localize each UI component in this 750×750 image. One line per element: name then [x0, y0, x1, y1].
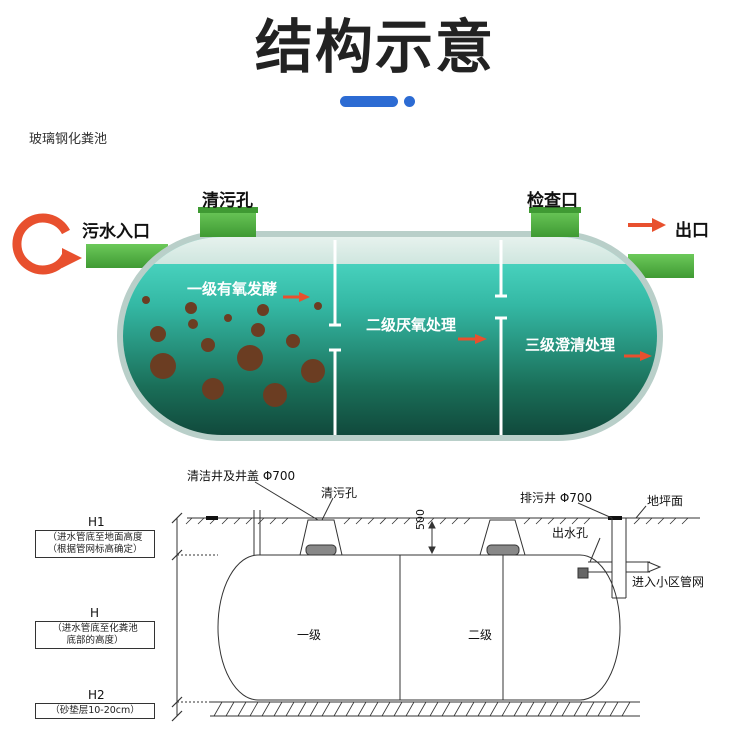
- outlet-hole-label: 出水孔: [552, 526, 589, 540]
- h-description: （进水管底至化粪池 底部的高度）: [35, 621, 155, 649]
- h2-title: H2: [88, 688, 105, 702]
- outlet-label: 出口: [675, 221, 709, 241]
- bottom-tank-diagram: [171, 481, 700, 722]
- inlet-label: 污水入口: [82, 222, 150, 242]
- inspection-label: 检查口: [527, 191, 578, 211]
- h-title: H: [90, 606, 100, 620]
- h1-title: H1: [88, 515, 105, 529]
- stage3-label: 三级澄清处理: [525, 336, 616, 354]
- network-label: 进入小区管网: [632, 575, 705, 589]
- stage2-label: 二级厌氧处理: [366, 316, 457, 334]
- inspection-neck: [531, 209, 579, 237]
- depth-dimension: 500: [414, 509, 427, 530]
- product-subtitle: 玻璃钢化粪池: [29, 132, 108, 147]
- title-underline-bar: [340, 96, 398, 107]
- bottom-cleanout-label: 清污孔: [321, 486, 358, 500]
- manhole-label: 清洁井及井盖 Φ700: [187, 469, 296, 483]
- chamber1-label: 一级: [297, 628, 322, 642]
- cleanout-neck: [200, 209, 256, 237]
- drain-well-label: 排污井 Φ700: [520, 491, 593, 505]
- stage2-arrow: [458, 334, 487, 344]
- stage3-arrow: [624, 351, 652, 361]
- ground-level-label: 地坪面: [647, 494, 684, 508]
- title-underline-dot: [404, 96, 415, 107]
- page-title: 结构示意: [254, 13, 495, 81]
- stage1-arrow: [283, 292, 310, 302]
- stage1-label: 一级有氧发酵: [187, 280, 278, 298]
- h1-description: （进水管底至地面高度 （根据管网标高确定）: [35, 530, 155, 558]
- outlet-arrow: [628, 218, 666, 232]
- cleanout-label: 清污孔: [202, 191, 253, 211]
- h2-description: （砂垫层10-20cm）: [35, 703, 155, 719]
- sludge-particles: [142, 296, 325, 407]
- chamber2-label: 二级: [468, 628, 493, 642]
- inlet-arrow: [12, 213, 70, 275]
